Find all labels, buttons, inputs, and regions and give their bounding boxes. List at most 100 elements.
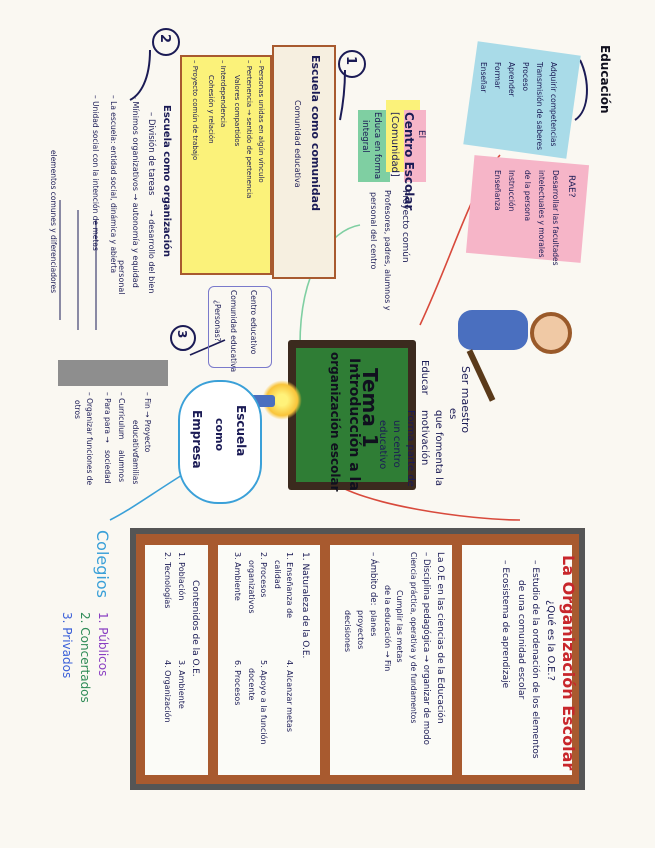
centro-l2: Educa en forma bbox=[372, 112, 382, 180]
org-c0: Contenidos de la O.E. bbox=[190, 580, 200, 677]
empresa-num: 3 bbox=[175, 330, 189, 339]
maestro-l2: es bbox=[447, 408, 458, 420]
org-panel-2 bbox=[330, 545, 452, 775]
org-n7: 4. Alcanzar metas bbox=[285, 660, 294, 733]
title-line2: Introducción a la bbox=[346, 358, 362, 491]
empresa-e3: – Curriculum bbox=[117, 392, 126, 440]
empresa-e9: otros bbox=[73, 400, 82, 419]
blue1: Adquirir competencias bbox=[549, 62, 558, 147]
escuela-o6: → desarrollo del bien bbox=[147, 210, 156, 294]
teacher-figure-dress bbox=[458, 310, 528, 350]
escuela-y1: – Personas unidas en algún vínculo bbox=[257, 60, 265, 183]
pink5: Enseñanza bbox=[493, 170, 502, 211]
escuela-o5: elementos comunes y diferenciadores bbox=[49, 150, 58, 294]
org-p2: – Disciplina pedagógica → organizar de m… bbox=[421, 552, 431, 745]
org-panel-3 bbox=[218, 545, 320, 775]
colegios-a: 1. Públicos bbox=[96, 612, 110, 677]
centro-l6: personal del centro bbox=[369, 192, 378, 270]
org-title: La Organización Escolar bbox=[559, 555, 578, 771]
org-n8: 5. Apoyo a la función bbox=[259, 660, 268, 745]
org-p1: La O.E en las ciencias de la Educación bbox=[435, 552, 445, 724]
centro-title2: El bbox=[416, 130, 426, 139]
empresa-gray-block bbox=[58, 360, 168, 386]
empresa-e2: educativo bbox=[131, 420, 140, 457]
escuela-o7: personal bbox=[117, 260, 126, 295]
pink1: Desarrollar las facultades bbox=[551, 170, 560, 266]
empresa-e6: sociedad bbox=[103, 450, 112, 484]
escuela-roof: Comunidad educativa bbox=[293, 100, 302, 188]
title-line3: organización escolar bbox=[328, 352, 342, 492]
org-p7b: proyectos bbox=[356, 610, 365, 650]
empresa-e8: – Organizar funciones de bbox=[85, 392, 94, 486]
blue-note bbox=[463, 41, 581, 159]
org-n9: docente bbox=[247, 668, 256, 701]
org-c2: 2. Tecnologías bbox=[163, 552, 172, 609]
colegios-b: 2. Concertados bbox=[78, 612, 92, 703]
org-q2: de una comunidad escolar bbox=[516, 580, 526, 700]
pink3: de la persona bbox=[523, 170, 532, 222]
centro-l5: Profesores, padres, alumnos y bbox=[383, 190, 392, 311]
escuela-o2: – Mínimos organizativos → autonomía y eq… bbox=[131, 95, 140, 288]
empresa-cloud bbox=[178, 380, 262, 504]
escuela-y2: – Pertenencia → sentido de pertenencia bbox=[245, 60, 253, 199]
maestro-l3: que fomenta la bbox=[433, 410, 444, 487]
org-q3: – Ecosistema de aprendizaje bbox=[500, 560, 510, 689]
empresa-lines-box bbox=[208, 286, 272, 368]
blue6: Enseñar bbox=[479, 62, 488, 93]
blue5: Formar bbox=[493, 62, 502, 89]
centro-num: 1 bbox=[343, 56, 358, 66]
empresa-l2: como bbox=[213, 418, 226, 452]
org-q: ¿Qué es la O.E.? bbox=[545, 600, 556, 681]
centro-l1: [Comunidad] bbox=[389, 112, 400, 177]
centro-num-circle bbox=[338, 50, 366, 78]
escuela-o4: – Unidad social con la intención de meta… bbox=[91, 95, 100, 251]
centro-banner-pink bbox=[404, 110, 426, 182]
colegios-label: Colegios bbox=[93, 530, 112, 598]
escuela-y6: – Proyecto común de trabajo bbox=[191, 60, 199, 161]
org-c3: 3. Ambiente bbox=[177, 660, 186, 709]
pink2: intelectuales y morales bbox=[537, 170, 546, 258]
org-p5: de la educación → Fin bbox=[383, 585, 392, 672]
empresa-c3: ¿Personas? bbox=[213, 300, 222, 342]
maestro-l8: educativo bbox=[377, 420, 388, 470]
org-panel-1 bbox=[462, 545, 572, 775]
pink-q: RAE? bbox=[566, 175, 576, 198]
org-n3: calidad bbox=[273, 560, 282, 589]
escuela-o1: – División de tareas bbox=[146, 112, 156, 196]
escuela-num: 2 bbox=[157, 34, 172, 44]
maestro-l7: un centro bbox=[391, 420, 402, 468]
blue4: Aprender bbox=[507, 62, 516, 97]
org-q1: – Estudio de la ordenación de los elemen… bbox=[530, 560, 540, 759]
org-n2: 1. Enseñanza de bbox=[285, 552, 294, 619]
colegios-c: 3. Privados bbox=[60, 612, 74, 679]
org-n5: organizativos bbox=[247, 560, 256, 614]
centro-banner-green bbox=[358, 110, 390, 182]
pink4: Instrucción bbox=[507, 170, 516, 212]
org-c4: 4. Organización bbox=[163, 660, 172, 723]
centro-l4: Proyecto común bbox=[400, 190, 410, 263]
org-p4: Cumplir las metas bbox=[395, 590, 404, 663]
empresa-c2: Comunidad educativa bbox=[229, 290, 238, 373]
org-panel-4 bbox=[145, 545, 208, 775]
escuela-y3: Valores compartidos bbox=[233, 75, 241, 147]
centro-l3: integral bbox=[360, 120, 370, 153]
blackboard-surface bbox=[296, 348, 408, 482]
org-p7a: planes bbox=[369, 610, 378, 637]
org-n6: 3. Ambiente bbox=[233, 552, 242, 601]
org-n1: 1. Naturaleza de la O.E. bbox=[300, 552, 310, 659]
empresa-e1: – Fin → Proyecto bbox=[143, 392, 152, 453]
empresa-e5: alumnos bbox=[117, 450, 126, 482]
maestro-l5: Educar bbox=[419, 360, 430, 395]
empresa-l1: Escuela bbox=[234, 405, 248, 457]
blue2: Transmisión de saberes bbox=[535, 62, 544, 151]
org-p3: Ciencia práctica, operativa y de fundame… bbox=[409, 552, 418, 724]
empresa-l3: Empresa bbox=[190, 410, 204, 469]
blue3: Proceso bbox=[521, 62, 530, 92]
teacher-figure-head bbox=[530, 312, 572, 354]
org-n10: 6. Procesos bbox=[233, 660, 242, 706]
org-c1: 1. Población bbox=[177, 552, 186, 601]
empresa-num-circle bbox=[170, 325, 196, 351]
escuela-y4: – Interdependencia bbox=[219, 60, 227, 128]
org-p7c: decisiones bbox=[343, 610, 352, 653]
